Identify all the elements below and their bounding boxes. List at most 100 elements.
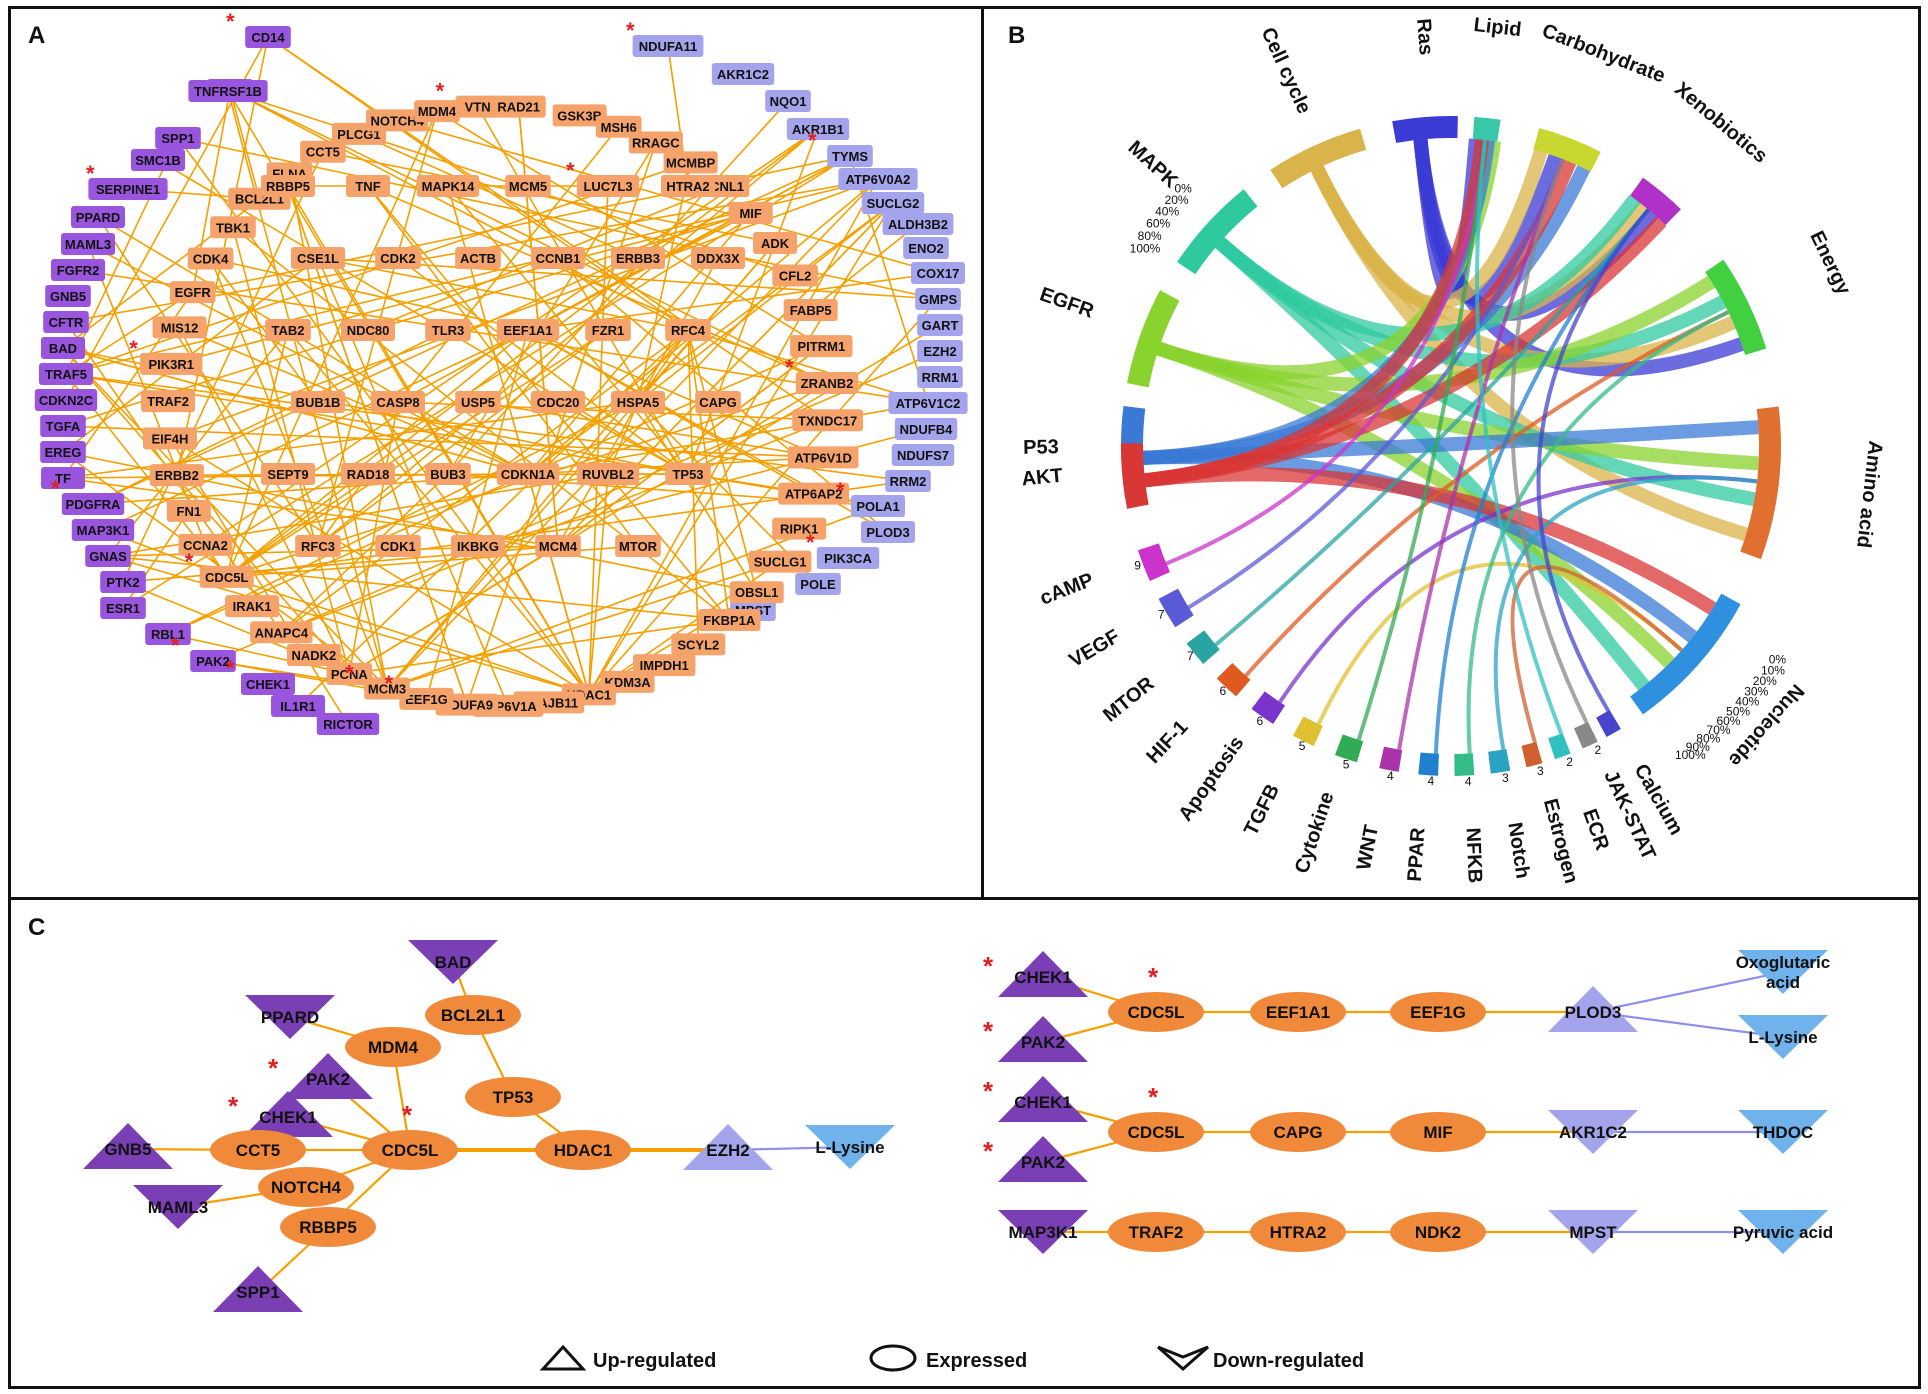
gene-edge	[687, 324, 941, 475]
gene-node-ndufb4: NDUFB4	[894, 418, 958, 440]
net4-node-pyruvic-acid: Pyruvic acid	[1733, 1210, 1833, 1254]
svg-text:TBK1: TBK1	[216, 220, 250, 235]
net1-node-ezh2: EZH2	[683, 1124, 773, 1170]
arc-count-label: 7	[1158, 607, 1165, 621]
svg-text:RIPK1: RIPK1	[780, 522, 818, 537]
pathway-label-tgfb: TGFB	[1240, 781, 1284, 840]
svg-text:CHEK1: CHEK1	[246, 677, 290, 692]
significance-star-icon: *	[626, 18, 635, 43]
svg-text:EEF1A1: EEF1A1	[503, 323, 552, 338]
svg-text:TNF: TNF	[355, 179, 380, 194]
gene-edge	[229, 89, 261, 199]
gene-edge	[687, 329, 758, 593]
pathway-label-nfkb: NFKB	[1462, 827, 1486, 883]
pct-tick-label: 60%	[1146, 217, 1170, 231]
gene-node-akr1c2: AKR1C2	[711, 63, 775, 85]
chord-arc-cytokine	[1334, 734, 1364, 763]
svg-text:IMPDH1: IMPDH1	[640, 658, 689, 673]
gene-node-akr1b1: AKR1B1	[786, 118, 850, 140]
gene-node-spp1: SPP1	[155, 127, 201, 149]
chord-arc-egfr	[1127, 290, 1180, 388]
gene-edge	[107, 329, 289, 557]
chord-ribbon	[1536, 208, 1650, 712]
gene-node-aldh3b2: ALDH3B2	[882, 213, 954, 235]
net4-node-mpst: MPST	[1548, 1210, 1638, 1254]
svg-text:CDKN1A: CDKN1A	[501, 467, 556, 482]
svg-text:EEF1A1: EEF1A1	[1266, 1003, 1330, 1022]
svg-text:COX17: COX17	[917, 266, 960, 281]
gene-edge	[687, 128, 819, 475]
arc-count-label: 4	[1427, 774, 1434, 788]
svg-text:PIK3R1: PIK3R1	[148, 357, 194, 372]
svg-text:EZH2: EZH2	[923, 344, 956, 359]
gene-node-actb: ACTB	[455, 247, 501, 269]
panel-c-edges	[127, 961, 1784, 1293]
svg-text:RFC4: RFC4	[671, 323, 706, 338]
gene-node-traf2: TRAF2	[141, 390, 196, 413]
gene-node-tp53: TP53	[665, 463, 711, 485]
gene-node-fgfr2: FGFR2	[51, 259, 105, 281]
gene-node-atp6v1d: ATP6V1D	[787, 446, 859, 469]
significance-star-icon: *	[806, 530, 815, 555]
gene-node-cdc5l: CDC5L	[199, 565, 254, 588]
svg-text:MAML3: MAML3	[148, 1198, 208, 1217]
svg-text:TF: TF	[55, 471, 71, 486]
svg-text:SUCLG1: SUCLG1	[754, 555, 807, 570]
chord-arc-energy	[1705, 259, 1767, 355]
chord-arc-jak-stat	[1573, 721, 1598, 749]
gene-node-bad: BAD	[41, 337, 85, 359]
gene-node-gmps: GMPS	[915, 288, 961, 310]
gene-node-hspa5: HSPA5	[611, 391, 665, 413]
net1-node-maml3: MAML3	[133, 1185, 223, 1229]
svg-text:MCMBP: MCMBP	[666, 155, 715, 170]
gene-node-cdc20: CDC20	[531, 391, 585, 413]
chord-arc-ppar	[1418, 752, 1439, 776]
gene-node-capg: CAPG	[695, 391, 741, 413]
gene-node-pola1: POLA1	[851, 495, 905, 517]
gene-node-ruvbl2: RUVBL2	[576, 463, 640, 485]
net3-node-mif: MIF	[1390, 1112, 1486, 1152]
pathway-label-notch: Notch	[1503, 821, 1533, 880]
svg-text:CSE1L: CSE1L	[297, 251, 339, 266]
gene-edge	[287, 329, 590, 695]
gene-node-chek1: CHEK1	[241, 673, 295, 695]
svg-text:EGFR: EGFR	[175, 285, 212, 300]
svg-text:FKBP1A: FKBP1A	[703, 613, 756, 628]
svg-text:PCNA: PCNA	[331, 667, 368, 682]
svg-text:Oxoglutaric: Oxoglutaric	[1736, 953, 1830, 972]
svg-text:GNB5: GNB5	[50, 289, 86, 304]
svg-text:HDAC1: HDAC1	[554, 1141, 613, 1160]
svg-text:IRAK1: IRAK1	[233, 599, 272, 614]
svg-text:EEF1G: EEF1G	[405, 692, 448, 707]
svg-text:CDC5L: CDC5L	[382, 1141, 439, 1160]
gene-node-ikbkg: IKBKG	[451, 535, 505, 557]
svg-text:LUC7L3: LUC7L3	[583, 179, 632, 194]
svg-text:MIF: MIF	[739, 206, 761, 221]
svg-text:TP53: TP53	[493, 1088, 534, 1107]
chord-ribbon	[1433, 208, 1650, 754]
chord-arc-nucleotide	[1630, 593, 1741, 715]
chord-arc-carbohydrate	[1533, 128, 1601, 172]
chord-arc-tgfb	[1293, 716, 1323, 747]
gene-node-eef1g: EEF1G	[399, 687, 454, 710]
svg-text:FZR1: FZR1	[592, 323, 625, 338]
svg-text:SMC1B: SMC1B	[135, 153, 181, 168]
net1-node-gnb5: GNB5	[83, 1123, 173, 1169]
gene-node-erbb3: ERBB3	[611, 247, 665, 269]
svg-text:SUCLG2: SUCLG2	[867, 196, 920, 211]
pathway-label-p53: P53	[1023, 436, 1059, 459]
gene-node-pik3ca: PIK3CA	[816, 547, 880, 569]
gene-edge	[65, 373, 909, 482]
gene-edge	[226, 329, 609, 578]
gene-edge	[102, 329, 529, 531]
chord-arc-vegf	[1158, 588, 1194, 628]
gene-node-irak1: IRAK1	[225, 595, 280, 618]
svg-text:CHEK1: CHEK1	[259, 1108, 317, 1127]
significance-star-icon: *	[983, 1136, 994, 1166]
svg-text:IL1R1: IL1R1	[280, 699, 315, 714]
pathway-label-camp: cAMP	[1037, 569, 1097, 610]
chord-arc-cell-cycle	[1270, 128, 1367, 189]
gene-edge	[447, 185, 590, 695]
